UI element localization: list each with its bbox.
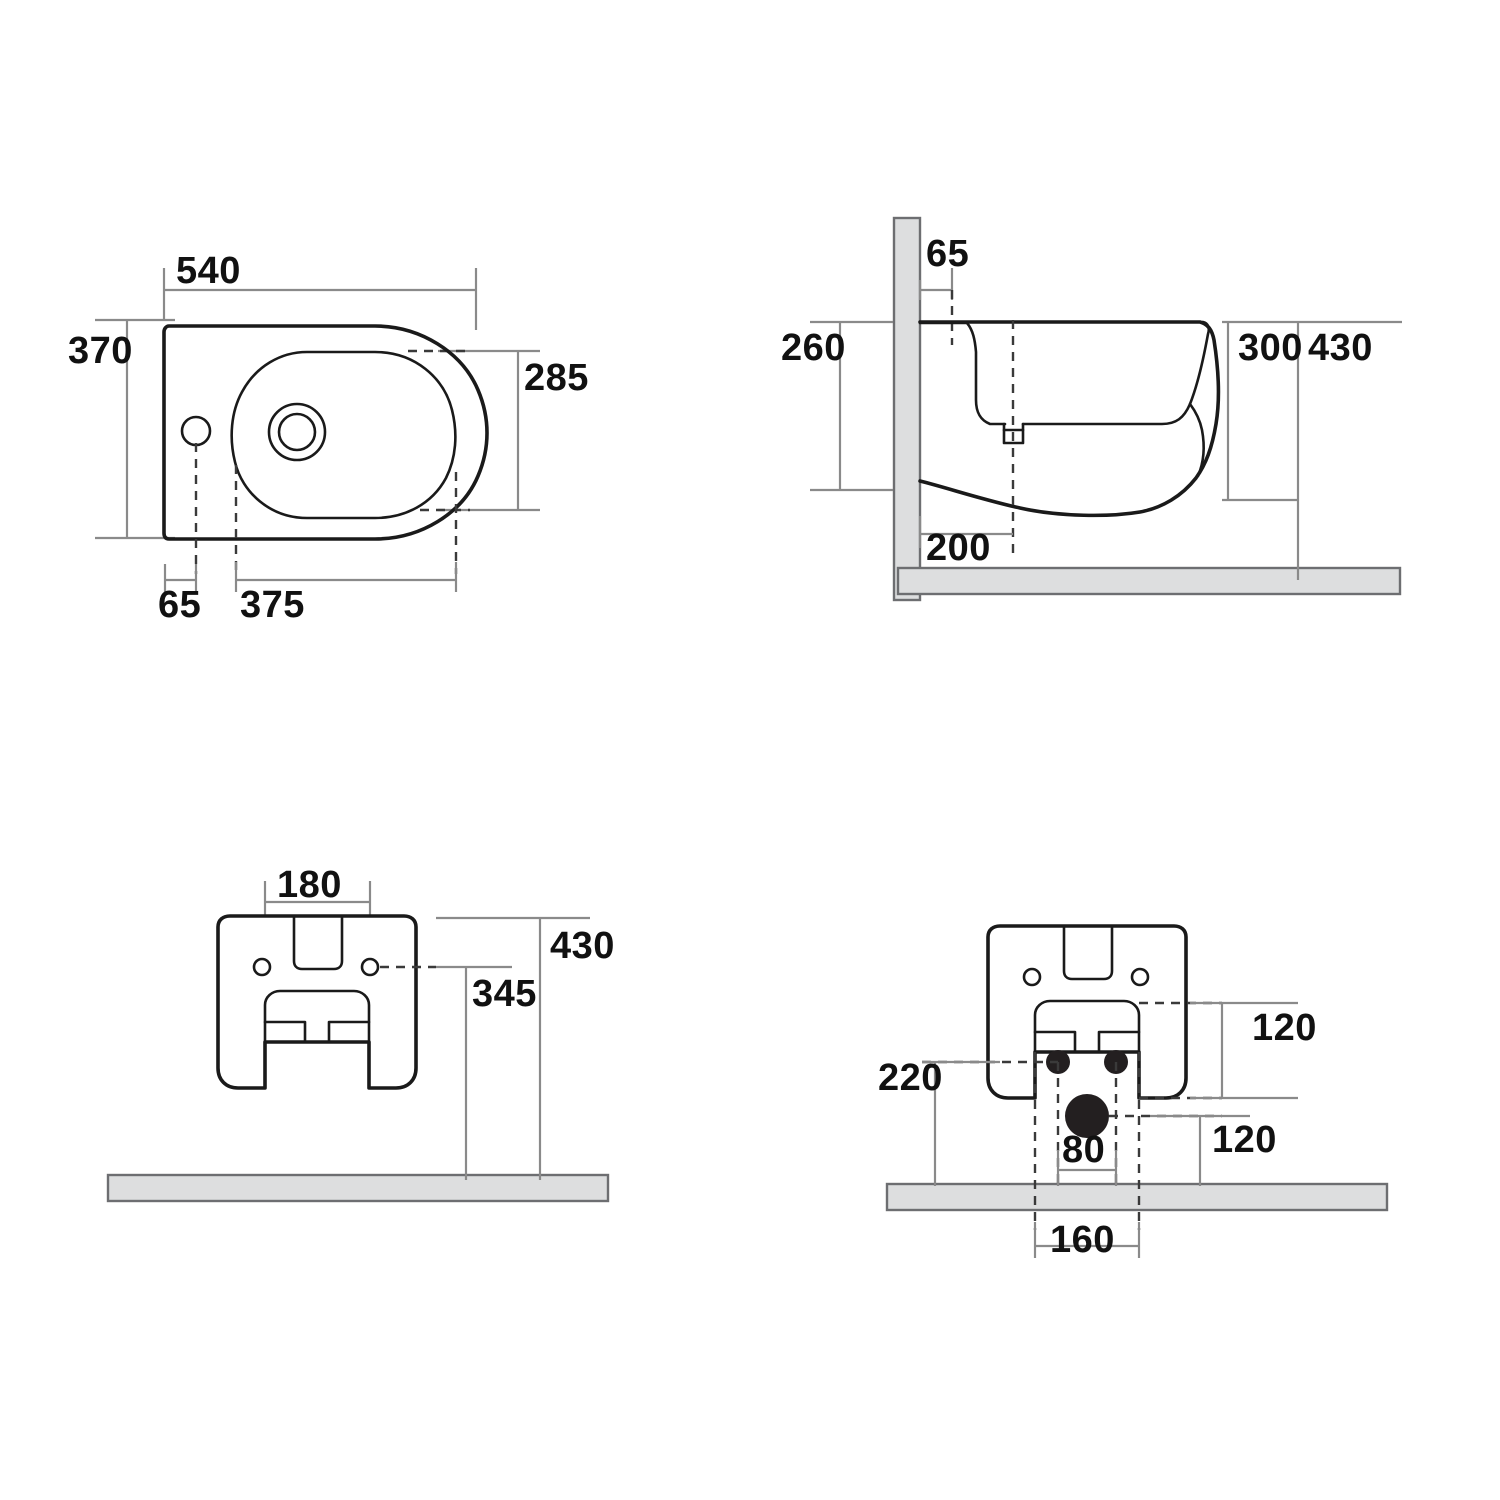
side-waste-spout [1002,422,1025,445]
rear-fixing-hole-left [1022,967,1042,987]
plan-tap-hole [180,415,212,447]
plan-body-outline [162,324,489,541]
label-side-65: 65 [926,233,969,275]
plan-view-group [95,268,540,592]
plan-dim-370 [95,318,175,540]
label-plan-540: 540 [176,250,241,292]
rear-dim-220 [922,1060,1000,1186]
rear-dim-120-lower [1150,1114,1250,1186]
label-side-200: 200 [926,527,991,569]
label-front-180: 180 [277,864,342,906]
label-plan-65: 65 [158,584,201,626]
label-rear-80: 80 [1062,1129,1105,1171]
rear-lower-recess [1033,999,1141,1054]
rear-floor [885,1182,1389,1212]
front-dim-430 [436,916,590,1180]
front-floor [106,1173,610,1203]
rear-body-outline [986,924,1188,1100]
side-body-outline [918,320,1221,518]
label-side-260: 260 [781,327,846,369]
label-rear-120-lower: 120 [1212,1119,1277,1161]
rear-dim-160 [1033,1222,1141,1258]
side-floor [896,566,1402,596]
front-fixing-hole-right [360,957,380,977]
rear-waste-hole [1065,1094,1109,1138]
label-rear-160: 160 [1050,1219,1115,1261]
front-dim-180 [263,881,372,915]
rear-fixing-hole-right [1130,967,1150,987]
rear-top-notch [1062,925,1114,981]
label-front-430: 430 [550,925,615,967]
plan-dim-375 [234,562,458,592]
rear-dim-120-upper [1190,1001,1298,1100]
front-recess-tab [263,1020,371,1044]
label-rear-120-upper: 120 [1252,1007,1317,1049]
label-plan-285: 285 [524,357,589,399]
side-wall [892,216,922,602]
plan-waste-outer-ring [267,402,327,462]
front-view-group [106,881,610,1203]
rear-view-group [885,924,1389,1258]
front-lower-recess [263,989,371,1044]
front-dim-345 [436,965,512,1180]
rear-recess-tab [1033,1030,1141,1054]
side-basin-profile [918,321,1007,426]
label-plan-375: 375 [240,584,305,626]
plan-dim-540 [162,268,478,330]
side-view-group [810,216,1402,602]
label-rear-220: 220 [878,1057,943,1099]
side-rear-curve [1188,402,1205,478]
side-dim-300 [1222,320,1298,502]
plan-waste-inner-ring [277,412,317,452]
label-side-430: 430 [1308,327,1373,369]
side-dim-200 [918,516,1013,548]
side-dim-260 [810,320,893,492]
front-body-outline [216,914,418,1090]
label-side-300: 300 [1238,327,1303,369]
plan-bowl-outline [230,350,457,520]
side-basin-profile-right [1021,320,1211,426]
front-top-notch [292,915,344,971]
label-front-345: 345 [472,973,537,1015]
label-plan-370: 370 [68,330,133,372]
rear-dim-80 [1056,1150,1118,1186]
plan-dim-65 [163,564,198,592]
side-dim-430 [1296,320,1402,580]
front-fixing-hole-left [252,957,272,977]
